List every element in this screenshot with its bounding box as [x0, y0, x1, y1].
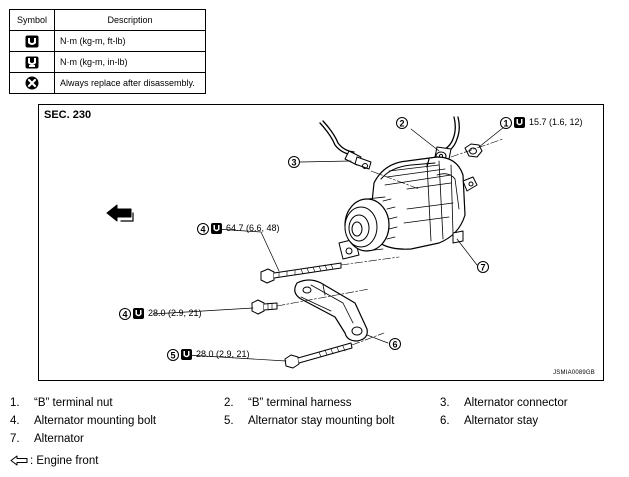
list-item: 5.Alternator stay mounting bolt: [224, 415, 395, 427]
torque-value-4-upper: 64.7 (6.6, 48): [226, 223, 280, 233]
callout-5-circle: [167, 349, 179, 361]
torque-wrench-icon: [133, 308, 144, 319]
callout-7-label: 7: [480, 263, 485, 273]
list-item: 1.“B” terminal nut: [10, 397, 113, 409]
torque-wrench-icon: [211, 223, 222, 234]
legend-row-1-symbol: [9, 30, 55, 52]
exploded-diagram: 1 2 3 4 4 5 6 7 SEC. 230 15.7 (1.6, 12) …: [38, 104, 604, 381]
callout-1-circle: [500, 117, 512, 129]
torque-wrench-icon: [25, 35, 39, 47]
callout-6-label: 6: [392, 340, 397, 350]
callout-3-label: 3: [291, 158, 296, 168]
b-terminal-nut-part: [464, 143, 483, 158]
callout-4-upper-label: 4: [200, 225, 205, 235]
always-replace-icon: [25, 76, 39, 90]
callout-2-circle: [396, 117, 408, 129]
section-title: SEC. 230: [44, 109, 92, 121]
legend-row-3-description: Always replace after disassembly.: [54, 72, 206, 94]
callout-4-upper-circle: [197, 223, 209, 235]
list-item: 2.“B” terminal harness: [224, 397, 352, 409]
callout-5-label: 5: [170, 351, 175, 361]
list-item: 6.Alternator stay: [440, 415, 539, 427]
list-item: 4.Alternator mounting bolt: [10, 415, 157, 427]
engine-front-label: : Engine front: [30, 455, 99, 467]
callout-3-circle: [288, 156, 300, 168]
symbol-legend-table: Symbol Description N·m (kg-m, ft-lb) N·m…: [9, 9, 206, 94]
engine-front-note: : Engine front: [10, 455, 98, 467]
figure-code: JSMIA0089GB: [553, 370, 595, 376]
legend-row-2-symbol: [9, 51, 55, 73]
torque-wrench-small-icon: [25, 56, 39, 68]
alternator-exploded-drawing: 1 2 3 4 4 5 6 7: [106, 116, 525, 369]
legend-header-symbol: Symbol: [9, 9, 55, 31]
b-terminal-harness-part: [434, 116, 460, 161]
alternator-stay-part: [294, 279, 368, 342]
engine-front-arrow-icon: [10, 455, 28, 466]
torque-value-1: 15.7 (1.6, 12): [529, 117, 583, 127]
leader-lines: [152, 122, 510, 362]
torque-wrench-icon: [514, 117, 525, 128]
torque-symbols: [133, 117, 525, 360]
legend-row-3-symbol: [9, 72, 55, 94]
alternator-mounting-bolt-upper-part: [260, 262, 342, 284]
callout-1-label: 1: [503, 119, 508, 129]
callout-4-lower-label: 4: [122, 310, 127, 320]
callout-4-lower-circle: [119, 308, 131, 320]
engine-front-arrow-icon: [106, 204, 134, 222]
torque-value-4-lower: 28.0 (2.9, 21): [148, 308, 202, 318]
torque-wrench-icon: [181, 349, 192, 360]
list-item: 3.Alternator connector: [440, 397, 568, 409]
legend-row-2-description: N·m (kg-m, in-lb): [54, 51, 206, 73]
callout-6-circle: [389, 338, 401, 350]
torque-value-5: 28.0 (2.9, 21): [196, 349, 250, 359]
legend-header-description: Description: [54, 9, 206, 31]
alternator-connector-part: [319, 120, 372, 170]
center-lines: [276, 138, 504, 346]
callout-circles: [119, 117, 512, 361]
legend-row-1-description: N·m (kg-m, ft-lb): [54, 30, 206, 52]
alternator-part: [338, 156, 478, 260]
list-item: 7.Alternator: [10, 433, 84, 445]
alternator-mounting-bolt-lower-part: [251, 299, 278, 315]
callout-7-circle: [477, 261, 489, 273]
callout-2-label: 2: [399, 119, 404, 129]
alternator-stay-mounting-bolt-part: [284, 342, 353, 369]
